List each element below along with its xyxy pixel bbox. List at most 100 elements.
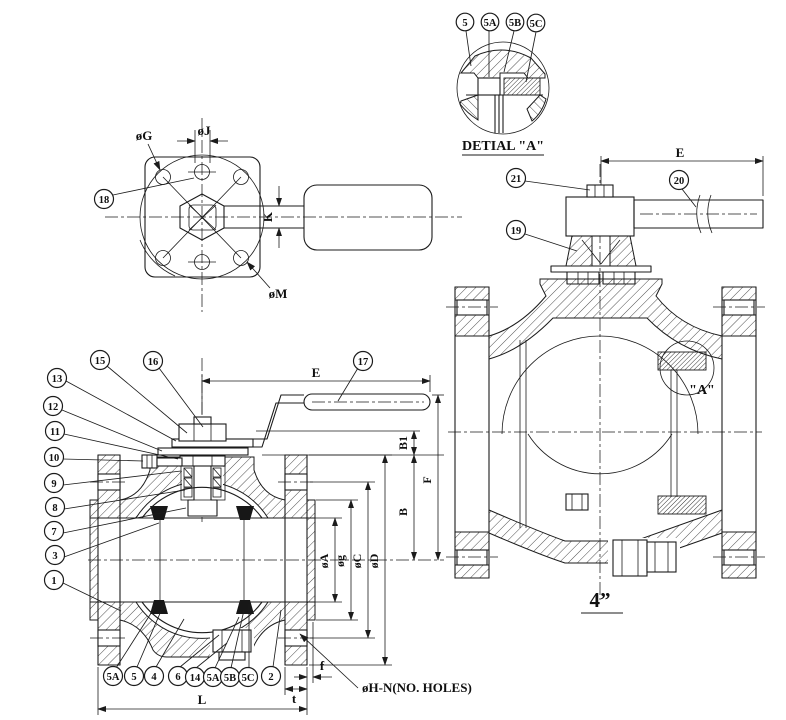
side-stop-bolt — [141, 454, 183, 469]
front-body: "A" — [488, 278, 723, 577]
handle-top — [224, 184, 433, 251]
callout-5: 5 — [455, 12, 475, 32]
dim-label-holes: øH-N(NO. HOLES) — [362, 680, 472, 695]
dim-label-f: f — [320, 658, 325, 673]
section-flanges — [89, 454, 316, 666]
section-callouts-top: 15 16 17 — [89, 349, 374, 434]
svg-text:10: 10 — [49, 453, 60, 464]
detail-ref-circle — [659, 340, 715, 396]
stop-plate — [157, 447, 249, 456]
svg-text:19: 19 — [511, 226, 522, 237]
callout-5a-right: 5A — [202, 666, 224, 688]
svg-text:4: 4 — [151, 672, 157, 683]
callout-12: 12 — [42, 395, 64, 417]
svg-text:5A: 5A — [207, 673, 220, 684]
dim-label-t: t — [292, 691, 297, 706]
svg-text:5B: 5B — [224, 673, 236, 684]
section-stem-assembly — [141, 416, 254, 517]
dim-label-og: øG — [136, 128, 153, 143]
svg-text:5A: 5A — [484, 18, 497, 29]
dim-label-oa: øA — [317, 553, 331, 568]
dim-label-og: øg — [333, 555, 347, 567]
front-callouts: 21 20 19 — [505, 167, 697, 252]
dim-label-oc: øC — [350, 554, 364, 569]
handle-front — [633, 194, 764, 234]
callout-8: 8 — [44, 496, 66, 518]
svg-text:8: 8 — [52, 503, 57, 514]
svg-text:1: 1 — [51, 576, 56, 587]
seat-thread-top — [657, 351, 707, 371]
front-view: "A" E 21 — [446, 145, 765, 614]
dim-label-od: øD — [367, 553, 381, 568]
svg-text:21: 21 — [511, 174, 522, 185]
drain-plug-section — [212, 629, 252, 661]
callout-3: 3 — [44, 544, 66, 566]
dim-label-om: øM — [269, 286, 288, 301]
callout-4: 4 — [143, 665, 165, 687]
svg-text:5C: 5C — [530, 19, 543, 30]
section-callouts-bottom: 5A 5 4 6 14 5A 5B 5C 2 — [102, 603, 282, 688]
callout-10: 10 — [43, 446, 65, 468]
seat-ring — [236, 506, 254, 520]
svg-text:2: 2 — [268, 672, 273, 683]
dim-label-f-total: F — [420, 476, 434, 483]
front-dim-e: E — [600, 145, 764, 196]
svg-text:15: 15 — [95, 356, 106, 367]
callout-14: 14 — [184, 666, 206, 688]
svg-text:17: 17 — [358, 357, 369, 368]
dim-label-b1: B1 — [396, 436, 410, 450]
packing-rings — [183, 467, 222, 498]
svg-text:7: 7 — [51, 527, 56, 538]
callout-18: 18 — [93, 177, 195, 210]
raised-face-right — [306, 499, 316, 621]
callout-5: 5 — [123, 665, 145, 687]
stem — [187, 441, 218, 517]
dim-label-l: L — [198, 692, 207, 707]
svg-text:16: 16 — [148, 357, 159, 368]
size-label: 4” — [590, 588, 611, 612]
detail-callouts: 5 5A 5B 5C — [455, 12, 546, 83]
svg-text:5A: 5A — [107, 672, 120, 683]
callout-5b: 5B — [219, 666, 241, 688]
svg-text:13: 13 — [52, 374, 63, 385]
dim-label-k: K — [260, 211, 275, 222]
detail-title: DETIAL "A" — [462, 139, 544, 154]
callout-5c: 5C — [526, 13, 546, 33]
dim-label-b: B — [396, 508, 410, 516]
callout-13: 13 — [46, 367, 68, 389]
section-callouts-left: 13 12 11 10 9 8 7 3 1 — [42, 367, 187, 612]
front-flanges — [446, 286, 765, 579]
callout-17: 17 — [352, 350, 374, 372]
top-view-dims: øJ øG K øM — [136, 123, 288, 301]
handle-hub-front — [565, 196, 635, 237]
seat-thread-bottom — [657, 495, 707, 515]
svg-text:12: 12 — [48, 402, 59, 413]
dim-label-oj: øJ — [198, 123, 212, 138]
detail-ref-label: "A" — [689, 383, 715, 398]
seat-ring — [150, 600, 168, 614]
callout-19: 19 — [505, 219, 527, 241]
seat-ring — [150, 506, 168, 520]
callout-11: 11 — [44, 420, 66, 442]
svg-text:18: 18 — [99, 195, 110, 206]
callout-2: 2 — [260, 665, 282, 687]
callout-5b: 5B — [505, 12, 525, 32]
section-handle — [253, 393, 431, 448]
svg-text:5B: 5B — [509, 18, 521, 29]
callout-16: 16 — [142, 350, 164, 372]
detail-circle — [456, 41, 550, 135]
svg-text:14: 14 — [190, 673, 201, 684]
svg-text:5: 5 — [462, 18, 467, 29]
cap-screw-front — [565, 493, 589, 511]
raised-face-left — [89, 499, 99, 621]
bolt-holes — [155, 164, 249, 270]
detail-a-view: 5 5A 5B 5C DETIAL "A" — [455, 12, 550, 156]
section-view: E B1 B F øA øg øC øD L — [42, 349, 472, 715]
seat-ring — [236, 600, 254, 614]
callout-20: 20 — [668, 169, 690, 191]
callout-5a: 5A — [480, 12, 500, 32]
callout-5c: 5C — [237, 666, 259, 688]
callout-7: 7 — [43, 520, 65, 542]
